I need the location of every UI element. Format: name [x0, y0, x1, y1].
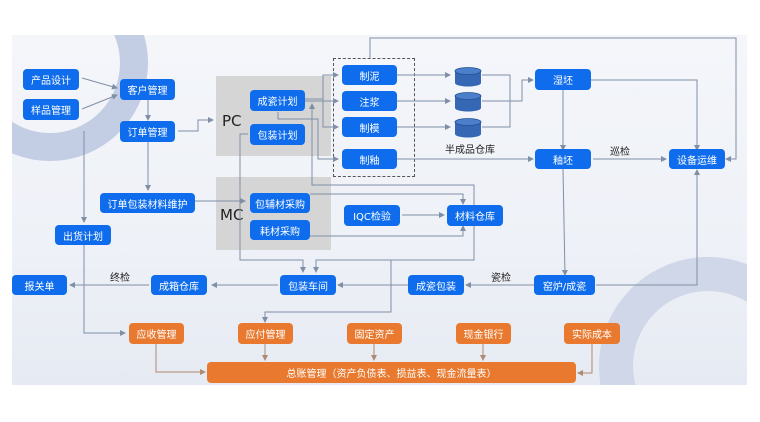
semi-finished-warehouse-label: 半成品仓库: [445, 145, 495, 156]
node-order-management[interactable]: 订单管理: [120, 121, 175, 142]
database-icon: [454, 67, 482, 87]
node-mud-making[interactable]: 制泥: [342, 65, 397, 85]
node-wet-blank[interactable]: 湿坯: [535, 69, 591, 90]
node-product-design[interactable]: 产品设计: [23, 69, 79, 90]
node-consumables-purchase[interactable]: 耗材采购: [250, 220, 310, 240]
node-shipping-plan[interactable]: 出货计划: [55, 225, 111, 245]
node-grouting[interactable]: 注浆: [342, 91, 397, 111]
patrol-inspection-label: 巡检: [610, 147, 630, 158]
node-equipment-ops[interactable]: 设备运维: [669, 149, 725, 169]
node-fixed-assets[interactable]: 固定资产: [347, 323, 402, 344]
database-icon: [454, 118, 482, 138]
node-material-warehouse[interactable]: 材料仓库: [447, 205, 503, 226]
node-glazed-blank[interactable]: 釉坯: [535, 149, 591, 169]
node-packing-workshop[interactable]: 包装车间: [280, 275, 336, 295]
node-packing-aux-purchase[interactable]: 包辅材采购: [250, 193, 310, 213]
mc-group-label: MC: [220, 206, 244, 224]
node-porcelain-plan[interactable]: 成瓷计划: [250, 90, 305, 111]
node-iqc-inspection[interactable]: IQC检验: [344, 205, 400, 226]
node-payables[interactable]: 应付管理: [238, 323, 293, 344]
node-order-packing-material[interactable]: 订单包装材料维护: [100, 193, 195, 213]
porcelain-inspection-label: 瓷检: [491, 273, 511, 284]
node-cash-bank[interactable]: 现金银行: [456, 323, 511, 344]
pc-group-label: PC: [222, 112, 242, 130]
node-glaze-making[interactable]: 制釉: [342, 149, 397, 169]
node-actual-cost[interactable]: 实际成本: [564, 323, 620, 344]
final-inspection-label: 终检: [110, 273, 130, 284]
node-customs-declaration[interactable]: 报关单: [12, 275, 67, 295]
node-customer-management[interactable]: 客户管理: [120, 79, 175, 100]
node-receivables[interactable]: 应收管理: [129, 323, 184, 344]
node-finished-box-warehouse[interactable]: 成箱仓库: [151, 275, 207, 295]
node-porcelain-packing[interactable]: 成瓷包装: [408, 275, 464, 295]
node-mold-making[interactable]: 制模: [342, 117, 397, 137]
node-kiln-porcelain[interactable]: 窑炉/成瓷: [534, 275, 595, 295]
node-packing-plan[interactable]: 包装计划: [250, 124, 305, 145]
decorative-arc: [599, 257, 747, 385]
node-sample-management[interactable]: 样品管理: [23, 99, 79, 120]
node-general-ledger[interactable]: 总账管理（资产负债表、损益表、现金流量表）: [207, 362, 576, 383]
database-icon: [454, 92, 482, 112]
